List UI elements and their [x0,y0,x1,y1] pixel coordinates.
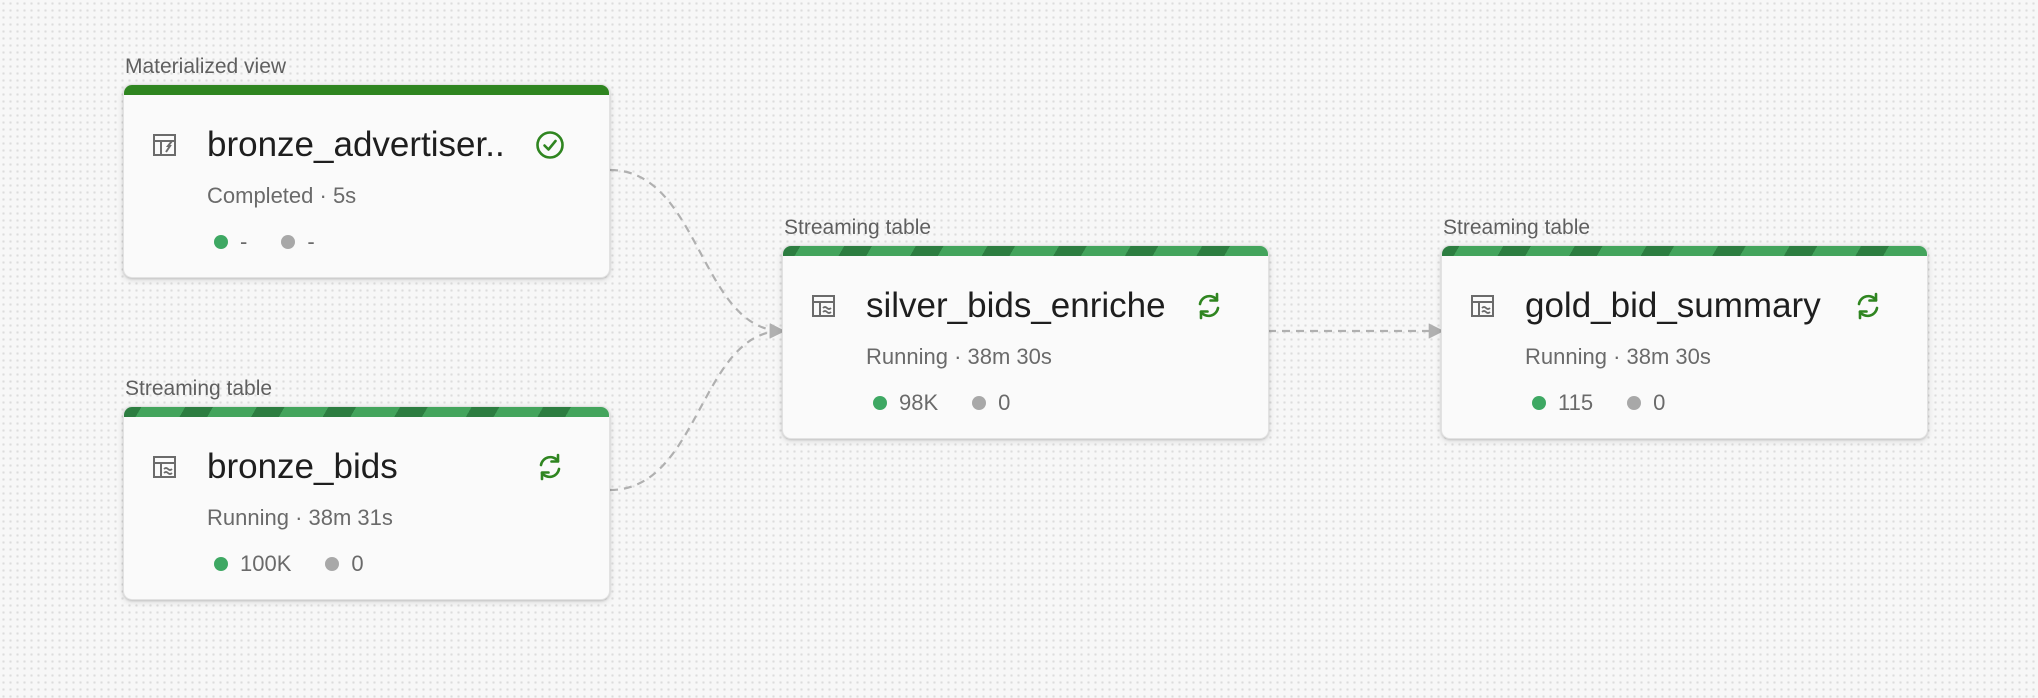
node-status-text: Running · 38m 30s [1525,344,1711,369]
streaming-table-icon [153,456,176,478]
node-title[interactable]: gold_bid_summary [1525,286,1821,325]
gray-dot-icon [1627,396,1642,410]
metric-output: - [214,228,247,256]
check-circle-icon [536,131,564,159]
status-bar-completed [124,85,609,95]
green-dot-icon [1532,396,1546,410]
streaming-table-icon [1471,295,1494,317]
node-metrics: - - [214,228,349,256]
green-dot-icon [214,235,228,249]
status-bar-running [783,246,1268,256]
node-type-label: Streaming table [125,377,273,400]
metric-dropped: 0 [972,389,1010,417]
metric-dropped: - [281,228,315,256]
node-card[interactable]: gold_bid_summary Running · 38m 30s 115 0 [1441,245,1928,439]
node-title[interactable]: bronze_bids [207,447,398,486]
node-bronze-bids[interactable]: Streaming table bronze_bids Running · 38… [123,377,610,600]
metric-dropped-value: 0 [1653,390,1666,415]
node-metrics: 115 0 [1532,389,1699,417]
metric-dropped-value: 0 [351,551,364,576]
metric-dropped-value: - [307,229,315,254]
refresh-icon [1857,292,1879,320]
node-card[interactable]: bronze_bids Running · 38m 31s 100K 0 [123,406,610,600]
node-type-label: Streaming table [1443,216,1591,239]
metric-output: 115 [1532,389,1593,417]
metric-dropped: 0 [1627,389,1665,417]
node-status-text: Running · 38m 30s [866,344,1052,369]
status-bar-running [124,407,609,417]
node-title[interactable]: silver_bids_enriched [866,286,1166,325]
edge-bronze-bids-to-silver [609,323,786,492]
materialized-view-icon [153,134,176,156]
status-bar-running [1442,246,1927,256]
metric-output-value: 98K [899,390,939,415]
gray-dot-icon [972,396,987,410]
node-status-text: Completed · 5s [207,183,357,208]
node-card[interactable]: silver_bids_enriched Running · 38m 30s 9… [782,245,1269,439]
metric-output-value: 115 [1558,390,1594,415]
streaming-table-icon [812,295,835,317]
node-silver-bids-enriched[interactable]: Streaming table silver_bids_enriched Run… [782,216,1269,439]
metric-output-value: 100K [240,551,292,576]
node-status-text: Running · 38m 31s [207,505,393,530]
node-type-label: Materialized view [125,55,287,78]
metric-dropped: 0 [325,550,364,578]
node-metrics: 100K 0 [214,550,398,578]
metric-output: 100K [214,550,291,578]
gray-dot-icon [281,235,296,249]
node-type-label: Streaming table [784,216,932,239]
edge-bronze-advertiser-to-silver [609,168,786,339]
refresh-icon [1198,292,1220,320]
green-dot-icon [873,396,887,410]
gray-dot-icon [325,557,340,571]
metric-dropped-value: 0 [998,390,1011,415]
node-title[interactable]: bronze_advertiser... [207,125,507,164]
node-bronze-advertiser[interactable]: Materialized view bronze_advertiser... C… [123,55,610,278]
green-dot-icon [214,557,228,571]
node-metrics: 98K 0 [873,389,1044,417]
node-gold-bid-summary[interactable]: Streaming table gold_bid_summary Running… [1441,216,1928,439]
node-card[interactable]: bronze_advertiser... Completed · 5s - - [123,84,610,278]
metric-output-value: - [240,229,248,254]
metric-output: 98K [873,389,938,417]
refresh-icon [539,453,561,481]
